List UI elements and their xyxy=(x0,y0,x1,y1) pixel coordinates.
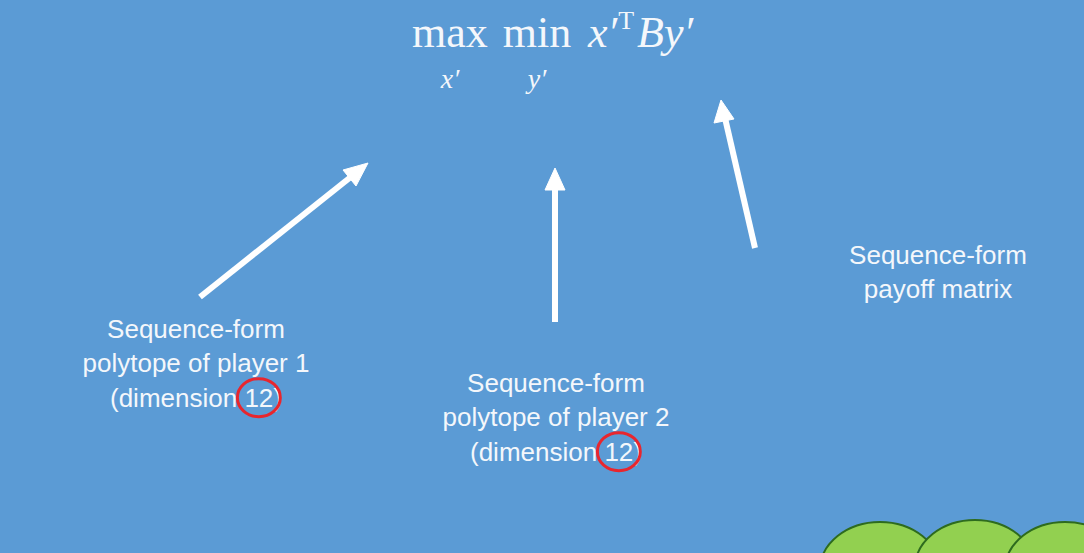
arrow-head xyxy=(714,100,734,123)
bush xyxy=(1005,522,1084,553)
pointer-arrow xyxy=(725,118,755,248)
annotation-text: Sequence-form polytope of player 1 (dime… xyxy=(71,312,321,415)
arrow-head xyxy=(343,163,368,186)
bushes xyxy=(820,520,1084,553)
arrow-head xyxy=(545,168,565,190)
pointer-arrow xyxy=(200,176,352,297)
superscript: T xyxy=(618,6,634,36)
pointer-arrow xyxy=(552,186,558,322)
subscript: y′ xyxy=(528,63,547,95)
operator: min xyxy=(503,8,571,59)
annotation-text: Sequence-form polytope of player 2 (dime… xyxy=(431,366,681,469)
subscript: x′ xyxy=(441,63,460,95)
annotation-text: Sequence-form payoff matrix xyxy=(813,238,1063,307)
operator: max xyxy=(412,8,488,59)
pointer-arrows xyxy=(200,100,755,322)
variable: x′ xyxy=(588,8,617,59)
variable: By′ xyxy=(637,8,693,59)
